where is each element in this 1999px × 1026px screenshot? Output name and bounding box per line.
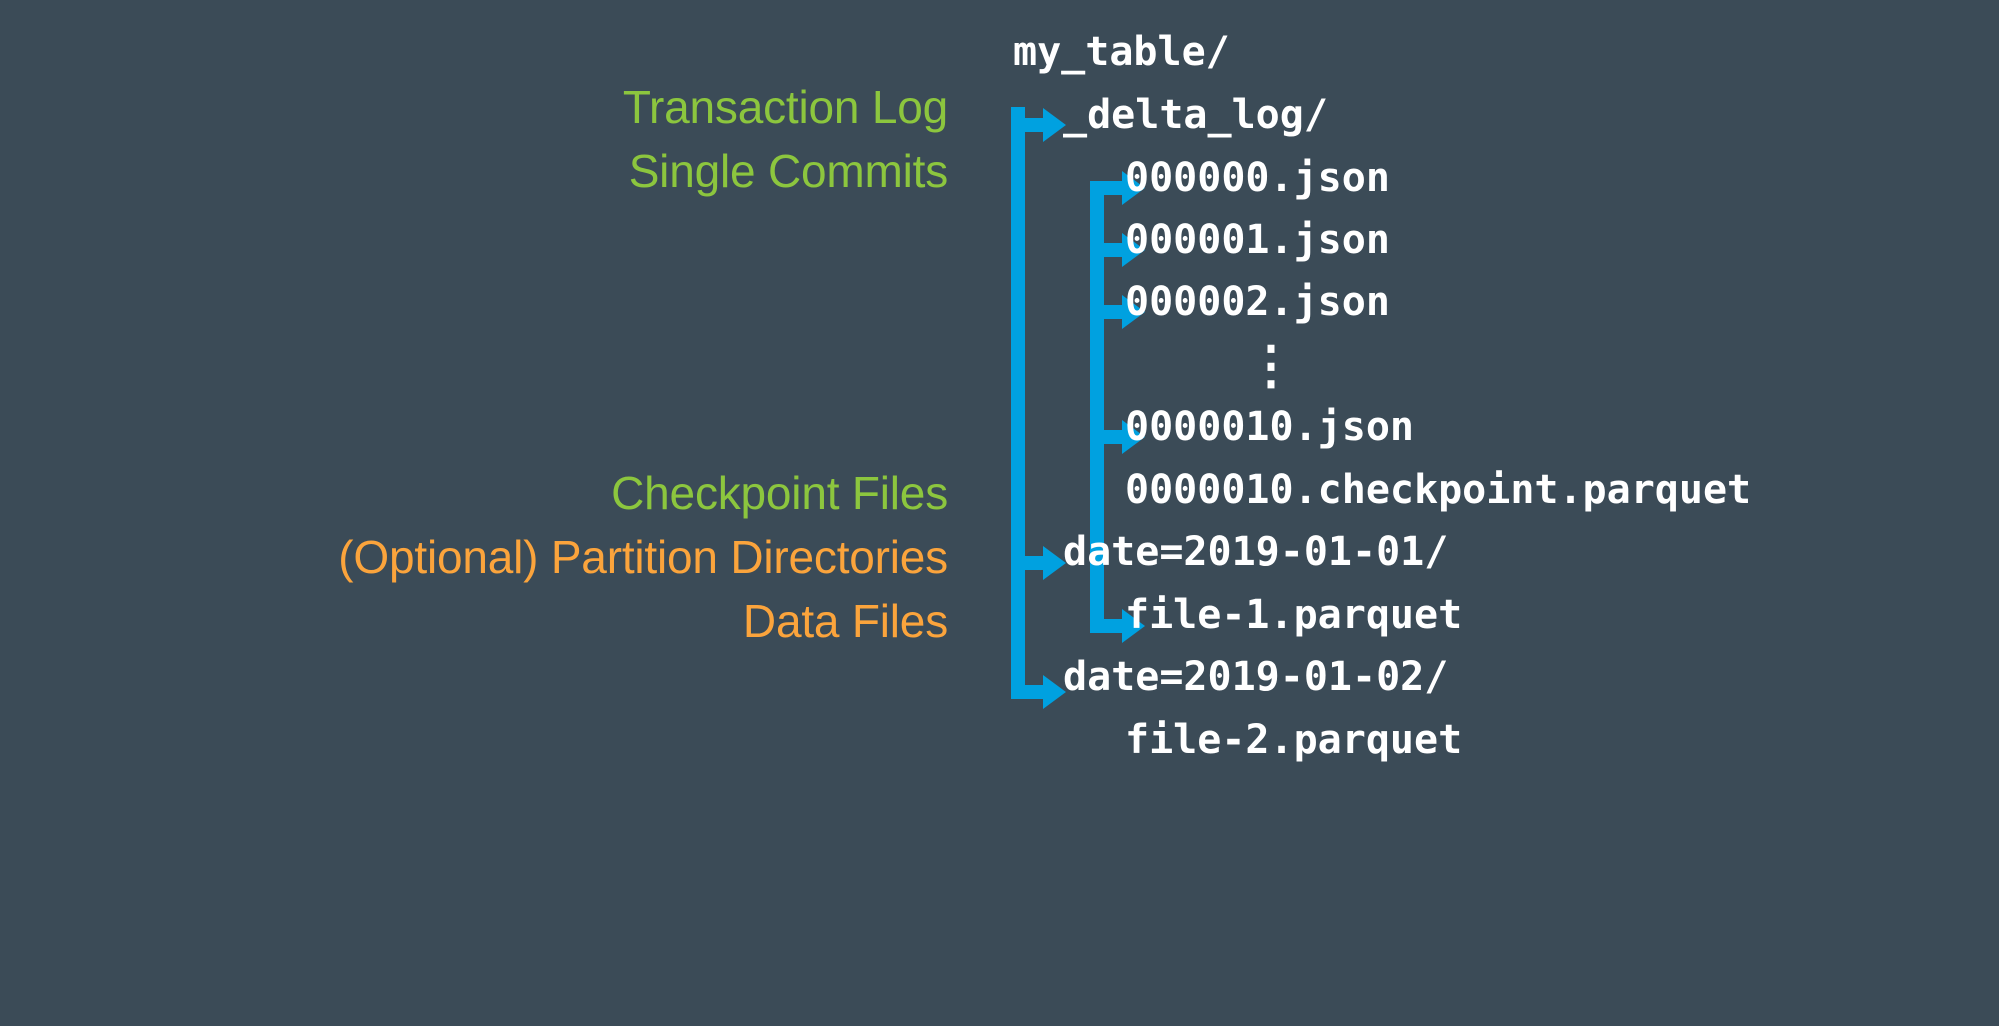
annotation-transaction-log: Transaction Log: [622, 81, 948, 133]
main-branch-arrow-partition-1: [1011, 546, 1066, 580]
tree-node-checkpoint: 0000010.checkpoint.parquet: [1125, 467, 1752, 513]
tree-node-my-table: my_table/: [1013, 29, 1230, 75]
annotation-single-commits: Single Commits: [628, 145, 948, 197]
main-branch-arrow-partition-2: [1011, 675, 1066, 709]
annotation-partition-directories: (Optional) Partition Directories: [338, 531, 948, 583]
tree-node-000000-json: 000000.json: [1125, 155, 1390, 201]
tree-node-file-2: file-2.parquet: [1125, 717, 1463, 763]
tree-node-000001-json: 000001.json: [1125, 217, 1390, 263]
annotation-checkpoint-files: Checkpoint Files: [611, 467, 948, 519]
main-trunk-line: [1011, 107, 1025, 699]
annotation-data-files: Data Files: [742, 595, 948, 647]
tree-node-file-1: file-1.parquet: [1125, 592, 1463, 638]
tree-node-ellipsis: ⋮: [1245, 336, 1297, 396]
tree-node-000002-json: 000002.json: [1125, 279, 1390, 325]
tree-node-partition-1: date=2019-01-01/: [1063, 529, 1449, 575]
tree-node-delta-log: _delta_log/: [1063, 92, 1328, 138]
tree-node-0000010-json: 0000010.json: [1125, 404, 1414, 450]
main-branch-arrow-delta-log: [1011, 108, 1066, 142]
tree-node-partition-2: date=2019-01-02/: [1063, 654, 1449, 700]
